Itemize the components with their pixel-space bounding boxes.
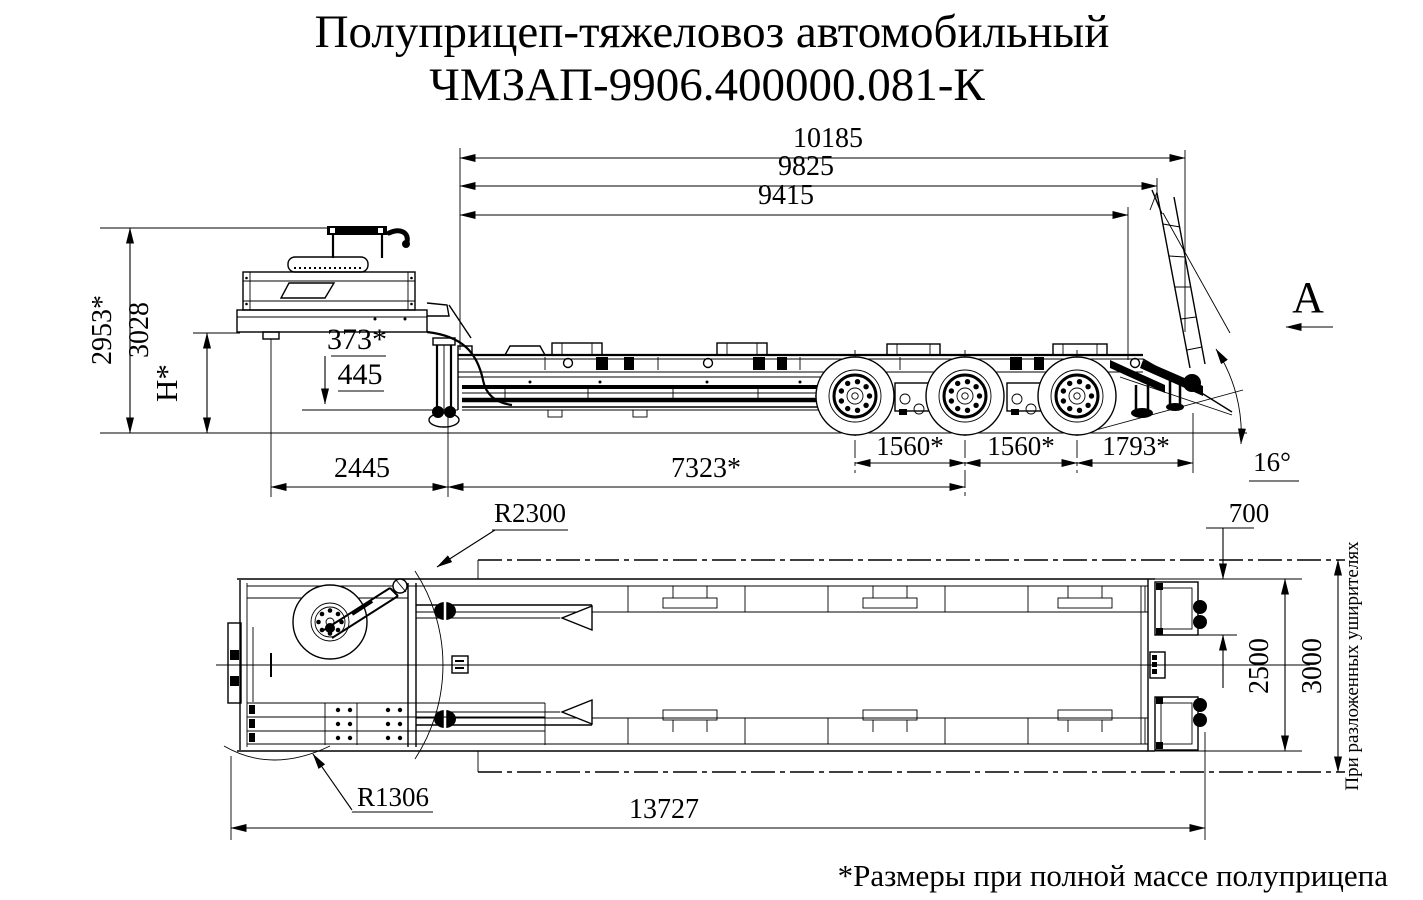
dim-r1306: R1306: [357, 782, 429, 812]
dim-13727: 13727: [629, 794, 699, 825]
section-view-label: A: [1292, 273, 1324, 322]
dim-2445: 2445: [334, 453, 390, 484]
dim-height-laden: 2953*: [87, 295, 118, 365]
ramp-hinge: [1183, 374, 1201, 392]
top-view: R2300 R1306 700 2500 3000 При разложенны…: [216, 498, 1363, 840]
dim-700: 700: [1229, 498, 1270, 528]
front-bumper: [227, 622, 242, 704]
rear-frame-and-ramp: [1110, 189, 1233, 418]
tie-down-brackets: [662, 586, 1113, 732]
gooseneck-top: [223, 570, 593, 761]
dim-axle-3: 1793*: [1102, 431, 1170, 461]
storage-compartments: [247, 702, 546, 745]
landing-leg: [428, 337, 460, 428]
wheel-3: [1036, 355, 1118, 437]
folded-ramps-top: [1149, 581, 1207, 751]
gooseneck-side: [236, 226, 513, 428]
deck-side: [457, 342, 1143, 418]
wheel-2: [924, 355, 1006, 437]
ramp-raised: [1156, 192, 1206, 369]
spare-wheel-side: [287, 256, 369, 273]
wheel-1: [814, 355, 896, 437]
spare-wheel-crane: [323, 578, 408, 639]
dim-3000: 3000: [1297, 638, 1328, 694]
title-block: Полуприцеп-тяжеловоз автомобильный ЧМЗАП…: [315, 6, 1110, 111]
dim-2500: 2500: [1244, 638, 1275, 694]
top-view-dimension-lines: [230, 527, 1342, 832]
top-view-reference-lines: [216, 559, 1345, 840]
side-view-dimension-lines: [126, 154, 1333, 491]
wheel-bogie: [814, 355, 1118, 437]
dim-axle-1: 1560*: [876, 431, 944, 461]
gooseneck-base: [236, 309, 428, 333]
dim-length-9825: 9825: [778, 151, 834, 182]
dim-deck-height-laden: 373*: [327, 323, 387, 356]
dim-height-unladen: 3028: [124, 302, 155, 358]
kingpin-side: [262, 331, 280, 340]
footnote: *Размеры при полной массе полуприцепа: [838, 858, 1389, 893]
side-view-reference-lines: [100, 148, 1247, 497]
dim-deck-height-unladen: 445: [338, 358, 383, 391]
dim-length-9415: 9415: [758, 180, 814, 211]
side-view: 10185 9825 9415 2953* 3028 H* 373* 445 2…: [87, 123, 1333, 497]
dim-axle-2: 1560*: [987, 431, 1055, 461]
swing-arc-r2300: [414, 570, 444, 760]
dim-overall-length: 10185: [793, 123, 863, 154]
spare-wheel-top: [292, 584, 368, 660]
title-line-2: ЧМЗАП-9906.400000.081-К: [429, 59, 985, 111]
swing-arc-r1306: [223, 745, 331, 761]
title-line-1: Полуприцеп-тяжеловоз автомобильный: [315, 6, 1110, 58]
wideners-note: При разложенных уширителях: [1342, 541, 1363, 791]
dim-ramp-angle: 16°: [1253, 447, 1291, 477]
gooseneck-curve: [426, 330, 513, 407]
gooseneck-handrail: [327, 226, 387, 235]
dim-r2300: R2300: [494, 498, 566, 528]
dim-gooseneck-height: H*: [149, 364, 184, 402]
dim-7323: 7323*: [671, 453, 741, 484]
crane-hook: [386, 228, 410, 245]
